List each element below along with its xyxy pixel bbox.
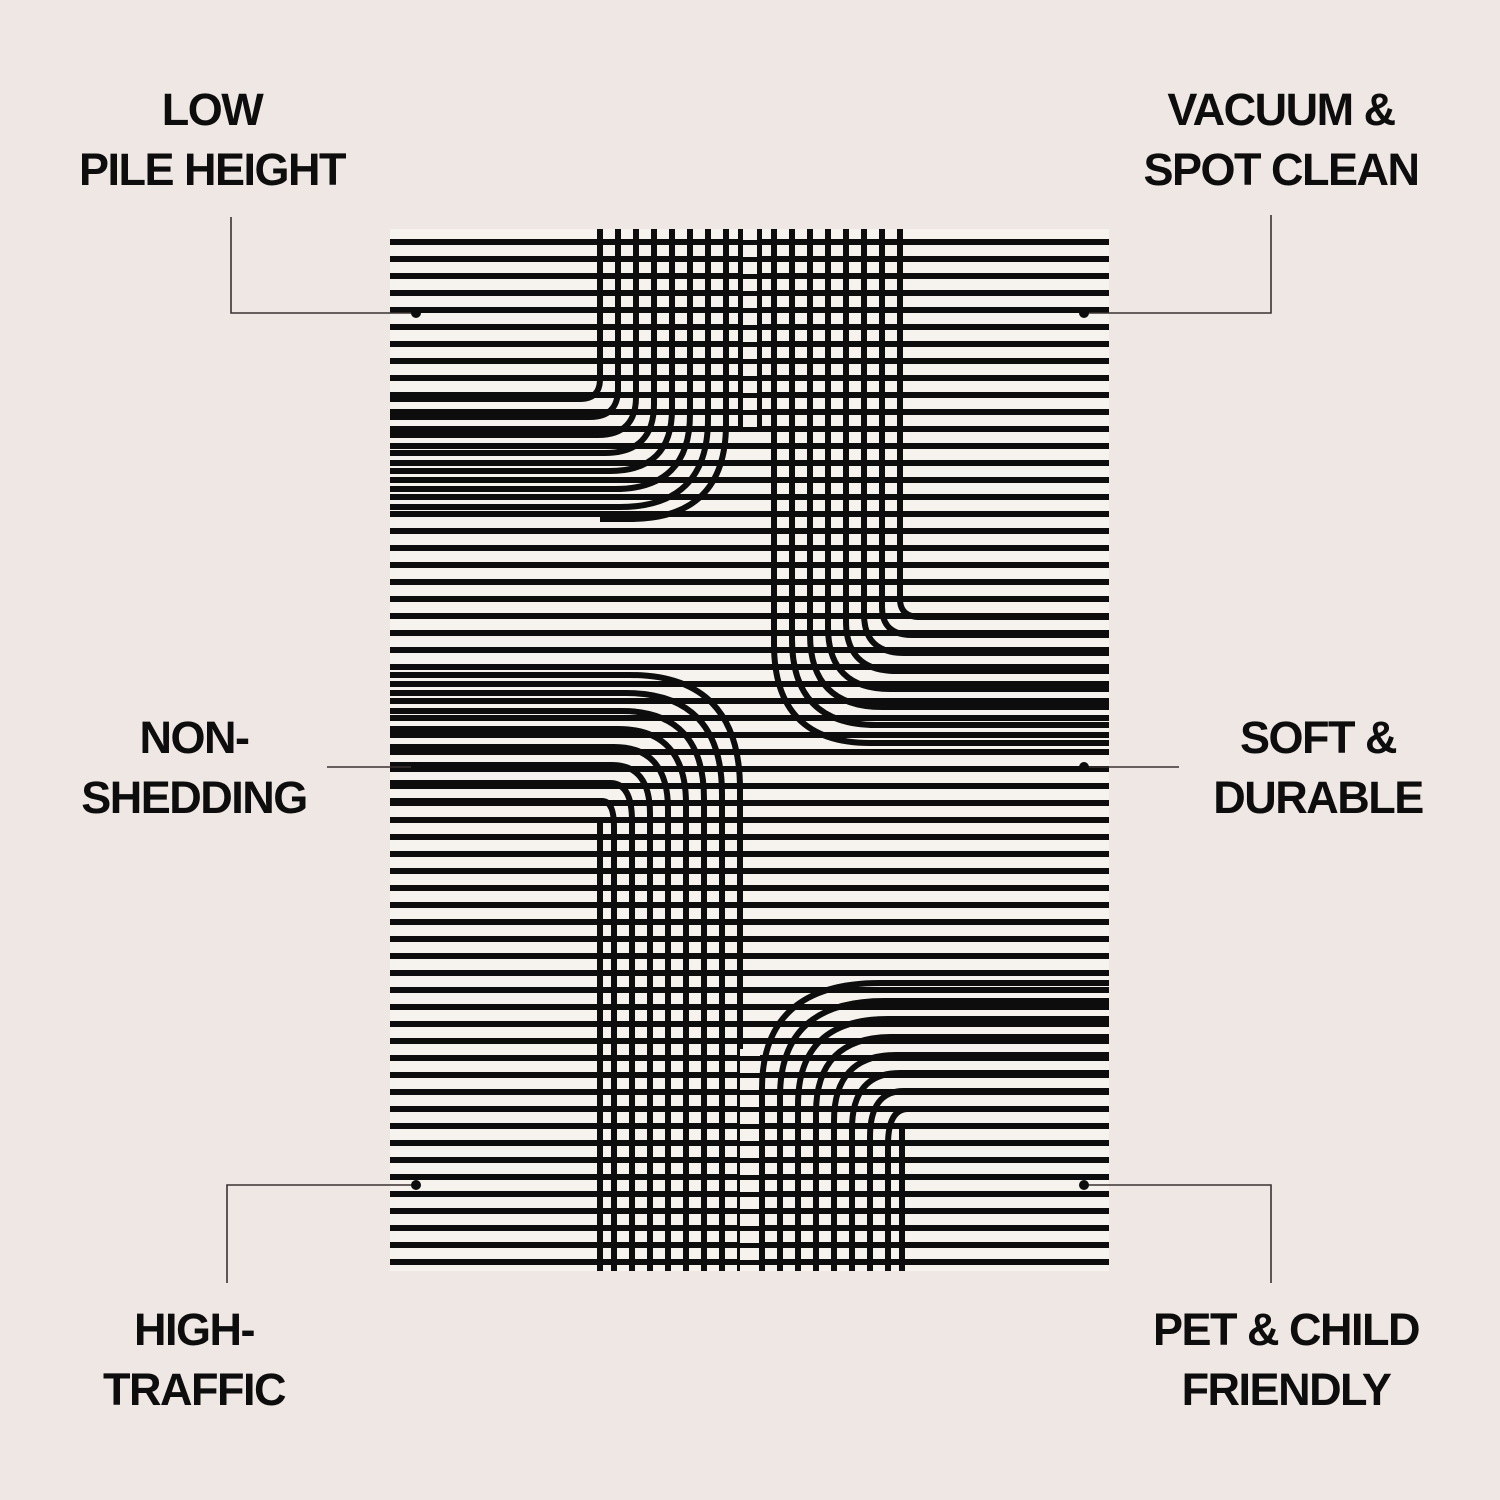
feature-line: SPOT CLEAN <box>1143 144 1420 195</box>
feature-line: HIGH- <box>134 1304 256 1355</box>
feature-line: LOW <box>161 84 264 135</box>
arch-middle-left <box>390 672 743 1271</box>
feature-line: PILE HEIGHT <box>78 144 347 195</box>
feature-high-traffic: HIGH- TRAFFIC <box>84 1300 304 1420</box>
connector-vacuum-spot-clean <box>1084 215 1272 314</box>
feature-non-shedding: NON- SHEDDING <box>62 708 326 828</box>
feature-line: FRIENDLY <box>1181 1364 1392 1415</box>
feature-line: VACUUM & <box>1167 84 1396 135</box>
arch-top-left <box>390 229 729 522</box>
rug-image <box>390 229 1109 1271</box>
arch-top-left-fill <box>595 229 724 517</box>
feature-soft-durable: SOFT & DURABLE <box>1196 708 1440 828</box>
connector-low-pile-height <box>230 217 416 314</box>
feature-line: DURABLE <box>1213 772 1424 823</box>
feature-vacuum-spot-clean: VACUUM & SPOT CLEAN <box>1124 80 1438 200</box>
feature-line: NON- <box>139 712 250 763</box>
feature-line: PET & CHILD <box>1152 1304 1421 1355</box>
connector-high-traffic <box>226 1184 416 1283</box>
feature-low-pile-height: LOW PILE HEIGHT <box>62 80 362 200</box>
arch-bottom-right <box>759 980 1109 1271</box>
connector-pet-child-friendly <box>1084 1184 1272 1283</box>
feature-pet-child-friendly: PET & CHILD FRIENDLY <box>1136 1300 1436 1420</box>
arch-middle-right <box>771 229 1109 746</box>
feature-line: SOFT & <box>1240 712 1398 763</box>
feature-line: SHEDDING <box>81 772 308 823</box>
feature-line: TRAFFIC <box>103 1364 286 1415</box>
